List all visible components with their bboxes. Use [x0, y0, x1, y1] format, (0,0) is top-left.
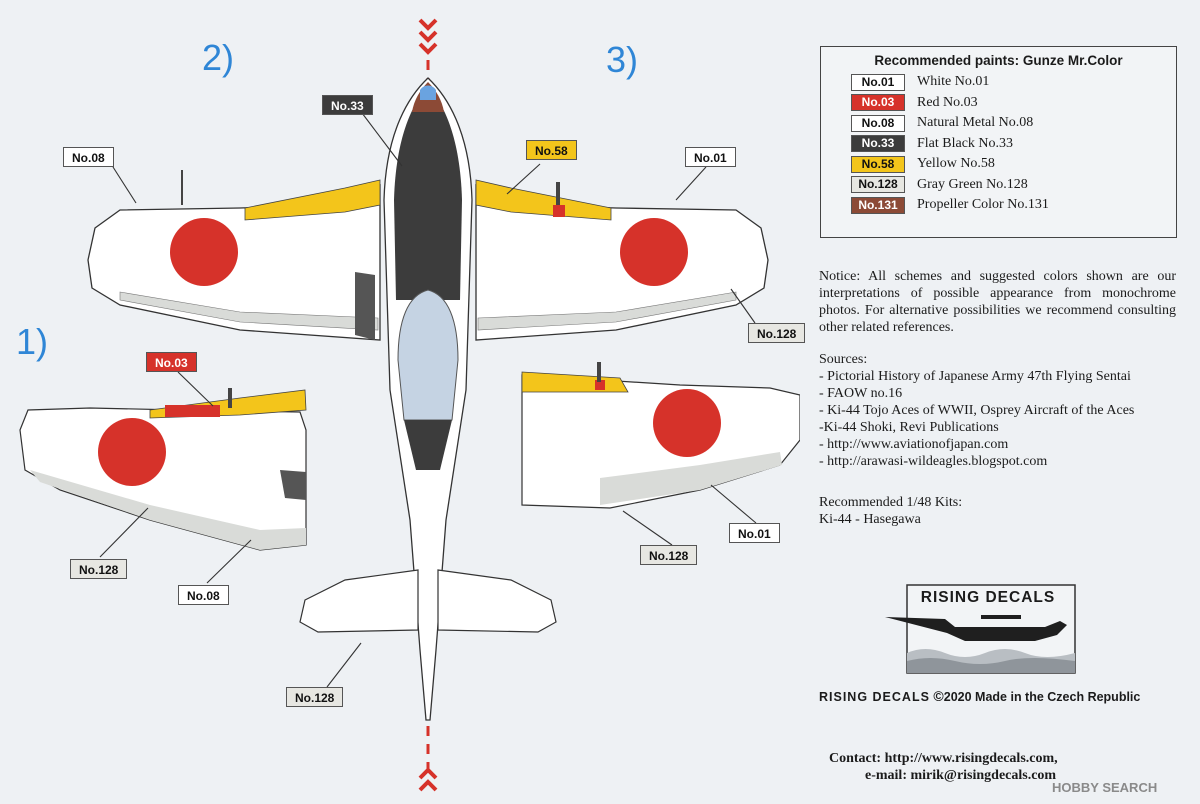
paint-swatch: No.01 [851, 73, 905, 91]
callout-no08-top: No.08 [63, 147, 114, 167]
sources-title: Sources: [819, 352, 868, 367]
paint-swatch: No.33 [851, 135, 905, 153]
hinomaru-view-3 [653, 389, 721, 457]
source-item: - Pictorial History of Japanese Army 47t… [819, 369, 1131, 384]
main-wing-right [475, 179, 769, 341]
callout-no01-top: No.01 [685, 147, 736, 167]
hinomaru-left [170, 218, 238, 286]
logo-text: RISING DECALS [920, 589, 1056, 606]
paint-name: Yellow No.58 [917, 156, 995, 172]
callout-no33: No.33 [322, 95, 373, 115]
paint-swatch: No.131 [851, 196, 905, 214]
footer-made: Made in the Czech Republic [975, 690, 1141, 704]
paint-name: Gray Green No.128 [917, 176, 1028, 192]
leader-lines [99, 112, 757, 688]
copyright-icon: © [933, 688, 944, 704]
wing-view-3 [521, 362, 800, 509]
paint-row: No.08 Natural Metal No.08 [851, 113, 1176, 134]
view-number-2: 2) [202, 37, 235, 78]
source-item: -Ki-44 Shoki, Revi Publications [819, 420, 999, 435]
view-number-3: 3) [606, 39, 639, 80]
paint-row: No.58 Yellow No.58 [851, 154, 1176, 175]
contact-block: Contact: http://www.risingdecals.com, e-… [829, 750, 1129, 784]
callout-no128-tail: No.128 [286, 687, 344, 707]
kit-item: Ki-44 - Hasegawa [819, 512, 921, 527]
footer-year: 2020 [943, 690, 972, 704]
paint-row: No.01 White No.01 [851, 72, 1176, 93]
callout-no128-right: No.128 [748, 323, 806, 343]
watermark: HOBBY SEARCH [1052, 780, 1158, 795]
footer-brand: RISING DECALS [819, 690, 930, 704]
callout-no01-right2: No.01 [729, 523, 780, 543]
paint-swatch: No.08 [851, 114, 905, 132]
source-item: - http://arawasi-wildeagles.blogspot.com [819, 454, 1048, 469]
paint-name: Red No.03 [917, 94, 978, 110]
paint-legend-title: Recommended paints: Gunze Mr.Color [874, 53, 1123, 68]
paint-row: No.128 Gray Green No.128 [851, 175, 1176, 196]
callout-no08-left: No.08 [178, 585, 229, 605]
paint-swatch: No.58 [851, 155, 905, 173]
paint-name: Flat Black No.33 [917, 135, 1014, 151]
logo-graphic [885, 584, 1076, 674]
footer-line: RISING DECALS ©2020 Made in the Czech Re… [819, 688, 1189, 704]
callout-no128-right2: No.128 [640, 545, 698, 565]
sources-block: Sources: - Pictorial History of Japanese… [819, 351, 1189, 470]
paint-swatch: No.128 [851, 176, 905, 194]
rising-decals-logo: RISING DECALS [885, 583, 1077, 675]
aircraft-drawing [19, 18, 800, 792]
paint-row: No.33 Flat Black No.33 [851, 134, 1176, 155]
hinomaru-right [620, 218, 688, 286]
callout-no03: No.03 [146, 352, 197, 372]
kits-block: Recommended 1/48 Kits: Ki-44 - Hasegawa [819, 494, 1179, 528]
source-item: - http://www.aviationofjapan.com [819, 437, 1009, 452]
source-item: - Ki-44 Tojo Aces of WWII, Osprey Aircra… [819, 403, 1135, 418]
paint-name: White No.01 [917, 74, 990, 90]
wing-view-1 [19, 388, 307, 551]
contact-email: e-mail: mirik@risingdecals.com [865, 768, 1057, 783]
tailplane [299, 569, 557, 633]
kits-title: Recommended 1/48 Kits: [819, 495, 963, 510]
source-item: - FAOW no.16 [819, 386, 903, 401]
callout-no58: No.58 [526, 140, 577, 160]
fuselage [383, 77, 473, 721]
paint-name: Natural Metal No.08 [917, 115, 1034, 131]
paint-swatch: No.03 [851, 94, 905, 112]
hinomaru-view-1 [98, 418, 166, 486]
centerline [418, 18, 438, 792]
notice-text: Notice: All schemes and suggested colors… [819, 269, 1176, 335]
view-number-1: 1) [16, 321, 49, 362]
paint-row: No.03 Red No.03 [851, 93, 1176, 114]
paint-row: No.131 Propeller Color No.131 [851, 195, 1176, 216]
paint-name: Propeller Color No.131 [917, 197, 1049, 213]
paint-legend: Recommended paints: Gunze Mr.Color No.01… [820, 46, 1177, 238]
callout-no128-left: No.128 [70, 559, 128, 579]
main-wing-left [87, 170, 381, 341]
contact-website: Contact: http://www.risingdecals.com, [829, 751, 1058, 766]
